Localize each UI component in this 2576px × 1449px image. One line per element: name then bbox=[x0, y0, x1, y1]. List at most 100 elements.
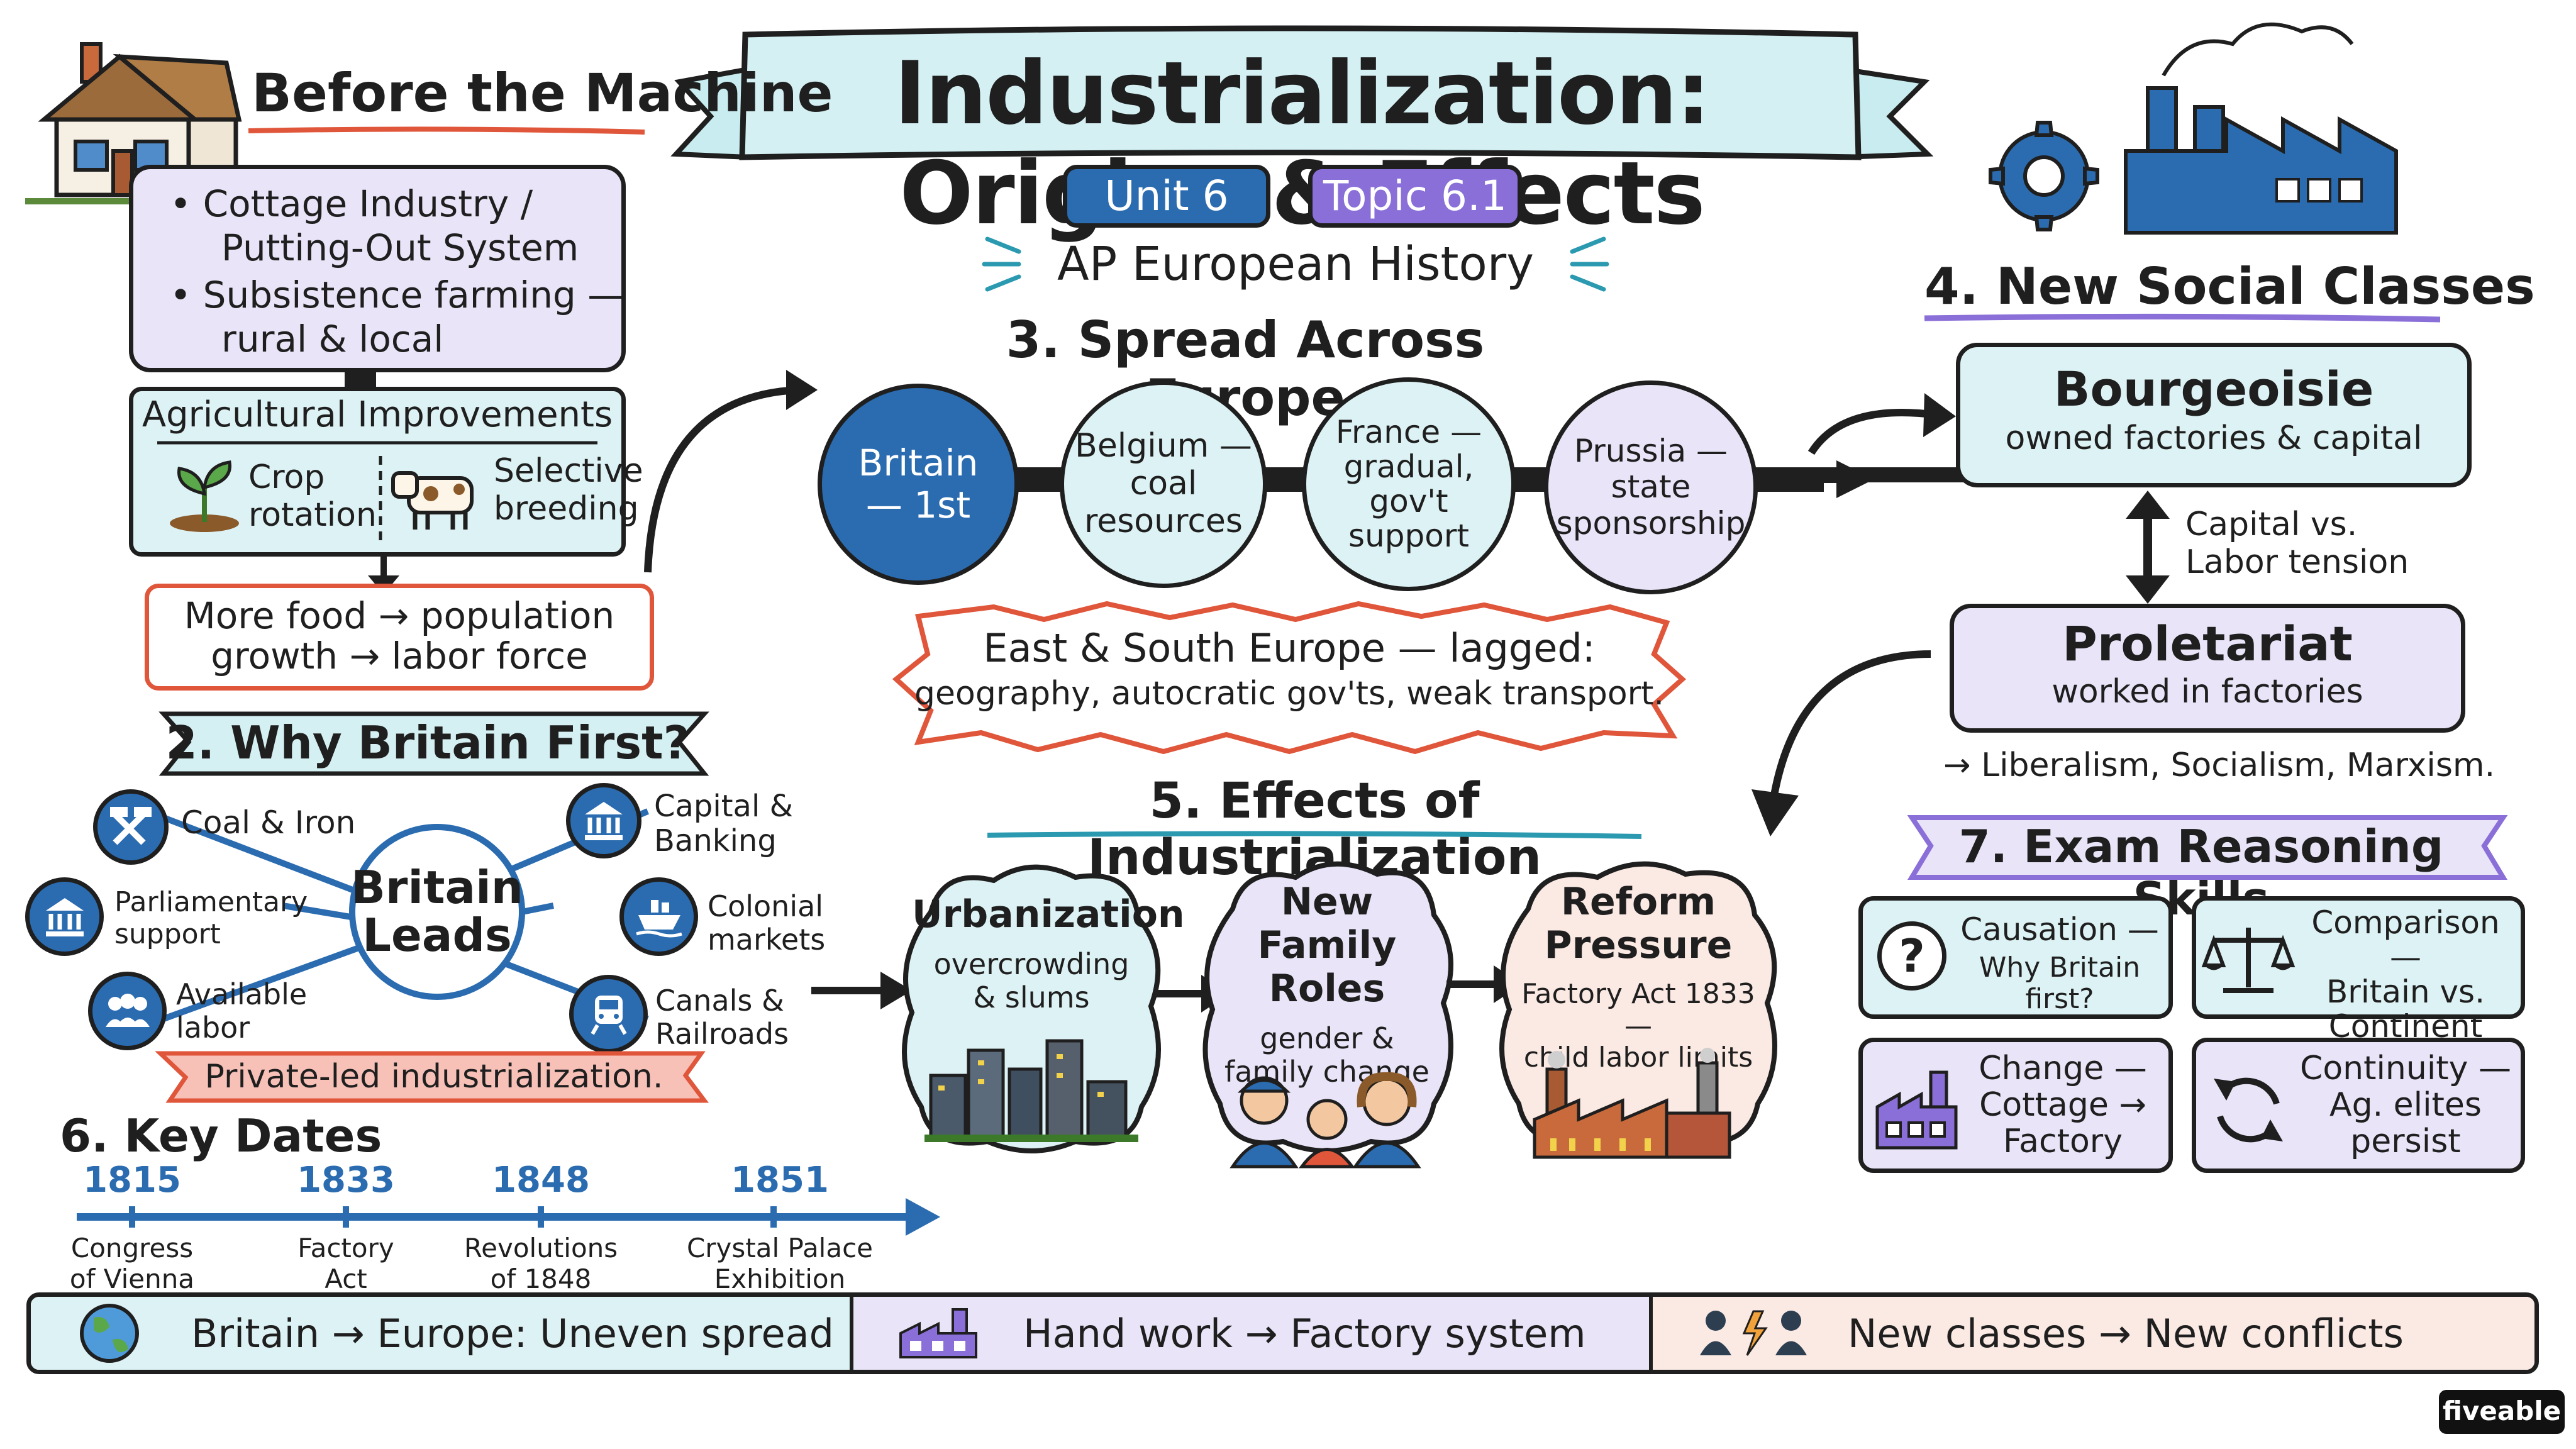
footer-seg-1-text: Britain → Europe: Uneven spread bbox=[191, 1310, 835, 1357]
bullet-2-text: Subsistence farming — bbox=[203, 274, 625, 317]
france-l1: France — bbox=[1335, 414, 1482, 450]
spread-node-france: France — gradual, gov't support bbox=[1302, 377, 1516, 591]
city-skyline-icon bbox=[924, 1039, 1138, 1142]
hub-l1: Britain bbox=[351, 861, 524, 914]
france-l4: support bbox=[1348, 518, 1469, 554]
year-1815: 1815 bbox=[83, 1160, 181, 1201]
family-text: New Family Roles gender & family change bbox=[1214, 880, 1440, 1089]
agri-divider bbox=[379, 456, 382, 544]
belgium-l1: Belgium — bbox=[1075, 427, 1252, 465]
france-l3: gov't bbox=[1369, 483, 1448, 519]
ideologies-text: → Liberalism, Socialism, Marxism. bbox=[1943, 747, 2496, 784]
bourgeoisie-title: Bourgeoisie bbox=[2053, 361, 2374, 417]
cottage-bullets: • Cottage Industry / Putting-Out System … bbox=[170, 182, 624, 361]
crop-rotation: Crop rotation bbox=[248, 458, 377, 535]
year-1848: 1848 bbox=[492, 1160, 590, 1201]
factor-capital-l2: Banking bbox=[654, 823, 777, 859]
urbanization-sub-2: & slums bbox=[973, 980, 1090, 1014]
comparison-l2: Britain vs. bbox=[2326, 974, 2485, 1010]
curve-arrow-to-spread bbox=[644, 370, 818, 573]
people-icon bbox=[88, 972, 167, 1050]
britain-text: Britain — 1st bbox=[858, 442, 979, 526]
ship-icon bbox=[619, 877, 698, 956]
bullet-1b-text: Putting-Out System bbox=[221, 226, 579, 269]
britain-l2: — 1st bbox=[865, 484, 971, 526]
causation-l1: Causation — bbox=[1960, 911, 2159, 948]
course-sparkle-left bbox=[982, 236, 1021, 292]
food-line-2: growth → labor force bbox=[211, 634, 588, 677]
curve-arrow-to-classes bbox=[1807, 393, 1956, 455]
footer-seg-3-text: New classes → New conflicts bbox=[1848, 1310, 2404, 1357]
proletariat-text: Proletariat worked in factories bbox=[1950, 616, 2465, 711]
spread-node-belgium: Belgium — coal resources bbox=[1060, 380, 1267, 588]
before-heading: Before the Machine bbox=[252, 62, 833, 124]
france-l2: gradual, bbox=[1343, 448, 1474, 485]
comparison-text: Comparison — Britain vs. Continent bbox=[2292, 906, 2519, 1044]
food-box bbox=[145, 584, 654, 691]
family-sub-1: gender & bbox=[1260, 1021, 1394, 1055]
factor-colonial-l2: markets bbox=[708, 922, 826, 957]
bullet-2: • Subsistence farming — bbox=[170, 274, 625, 317]
skills-banner bbox=[1907, 815, 2508, 880]
agri-heading: Agricultural Improvements bbox=[142, 394, 613, 435]
date-1833: 1833 Factory Act bbox=[283, 1160, 409, 1294]
dates-heading: 6. Key Dates bbox=[60, 1109, 382, 1162]
brand-logo[interactable]: fiveable bbox=[2439, 1390, 2565, 1434]
bullet-1b: Putting-Out System bbox=[170, 226, 624, 270]
proletariat-sub: worked in factories bbox=[2051, 673, 2363, 711]
event-1815-l1: Congress bbox=[70, 1233, 194, 1264]
continuity-text: Continuity — Ag. elites persist bbox=[2296, 1050, 2516, 1160]
topic-badge-label: Topic 6.1 bbox=[1323, 172, 1507, 220]
continuity-l2: Ag. elites bbox=[2329, 1086, 2482, 1124]
comparison-l1: Comparison — bbox=[2311, 904, 2500, 975]
course-sparkle-right bbox=[1570, 236, 1609, 292]
bourgeoisie-text: Bourgeoisie owned factories & capital bbox=[1956, 362, 2472, 458]
lag-burst bbox=[892, 601, 1687, 755]
factor-canals: Canals & Railroads bbox=[655, 984, 789, 1051]
change-l3: Factory bbox=[2003, 1123, 2123, 1161]
scales-icon bbox=[2201, 928, 2296, 993]
connector-bar bbox=[345, 370, 376, 389]
hub-text: Britain Leads bbox=[351, 864, 523, 959]
footer-seg-3: New classes → New conflicts bbox=[1653, 1297, 2534, 1370]
tension-arrow bbox=[2126, 491, 2170, 604]
factor-canals-l1: Canals & bbox=[655, 984, 784, 1018]
conflict-icon bbox=[1700, 1310, 1807, 1356]
skill-continuity bbox=[2192, 1038, 2525, 1173]
date-1815: 1815 Congress of Vienna bbox=[69, 1160, 195, 1294]
family-title-1: New Family bbox=[1257, 880, 1397, 967]
year-1851: 1851 bbox=[731, 1160, 829, 1201]
belgium-l2: coal bbox=[1130, 465, 1197, 503]
crop-rotation-l1: Crop bbox=[248, 458, 325, 496]
selective-breeding-l1: Selective bbox=[494, 452, 643, 490]
effects-heading: 5. Effects of Industrialization bbox=[1087, 773, 1542, 886]
cycle-icon bbox=[2214, 1077, 2283, 1143]
spread-node-prussia: Prussia — state sponsorship bbox=[1544, 380, 1758, 594]
spread-heading: 3. Spread Across Europe bbox=[1006, 311, 1485, 427]
cottage-industry-box bbox=[129, 165, 626, 372]
bullet-2b-text: rural & local bbox=[221, 317, 444, 360]
food-line-1: More food → population bbox=[184, 594, 615, 637]
train-icon bbox=[569, 975, 648, 1053]
year-1833: 1833 bbox=[297, 1160, 395, 1201]
factor-capital: Capital & Banking bbox=[654, 789, 793, 858]
brand-label: fiveable bbox=[2442, 1396, 2562, 1426]
bullet-2b: rural & local bbox=[170, 318, 624, 362]
bourgeoisie-sub: owned factories & capital bbox=[2005, 419, 2423, 458]
unit-badge-label: Unit 6 bbox=[1104, 172, 1229, 220]
urbanization-text: Urbanization overcrowding & slums bbox=[912, 893, 1185, 1014]
sprout-icon bbox=[170, 460, 239, 532]
lag-line-1: East & South Europe — lagged: bbox=[983, 625, 1596, 671]
topic-badge: Topic 6.1 bbox=[1308, 165, 1522, 228]
spread-node-britain: Britain — 1st bbox=[818, 384, 1019, 585]
bank-icon bbox=[566, 783, 641, 858]
factor-canals-l2: Railroads bbox=[655, 1016, 789, 1051]
hub-l2: Leads bbox=[362, 909, 512, 962]
factor-labor-l2: labor bbox=[176, 1010, 250, 1045]
event-1851-l1: Crystal Palace bbox=[686, 1233, 874, 1264]
family-icon bbox=[1230, 1072, 1421, 1169]
crop-rotation-l2: rotation bbox=[248, 496, 377, 534]
selective-breeding-l2: breeding bbox=[494, 489, 639, 528]
skill-change bbox=[1858, 1038, 2173, 1173]
footer-seg-2-text: Hand work → Factory system bbox=[1023, 1310, 1586, 1357]
